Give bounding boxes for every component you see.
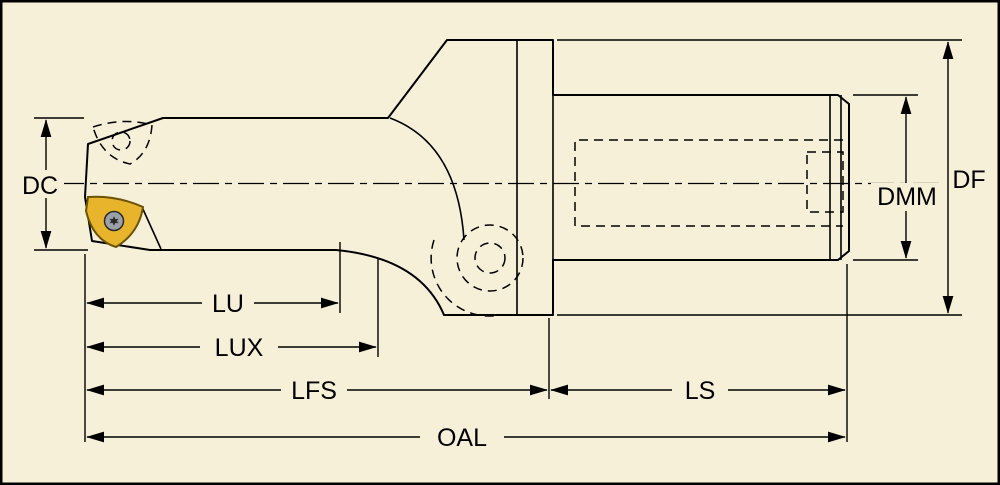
lu-label: LU [212, 290, 244, 318]
lfs-label-mask [281, 375, 347, 403]
hidden-insert-screw [111, 131, 131, 151]
hidden-shank-end-pocket [806, 151, 844, 213]
dc-label-mask [16, 170, 64, 198]
dimension-df: DF [557, 39, 986, 316]
hidden-shank-bore [574, 139, 843, 227]
dc-label: DC [22, 172, 58, 200]
dimension-oal: OAL [86, 422, 846, 452]
hidden-insert-outline [92, 120, 153, 165]
insert-screw-torx-icon [109, 216, 119, 226]
df-label: DF [952, 166, 985, 194]
dimension-lu: LU [86, 242, 341, 318]
oal-label: OAL [437, 424, 487, 452]
lux-label: LUX [215, 334, 264, 362]
lux-label-mask [200, 332, 278, 360]
dimension-lux: LUX [86, 258, 379, 362]
flute-runout-curve [389, 117, 465, 241]
insert-pocket-line [141, 206, 162, 250]
oal-label-mask [420, 422, 504, 450]
ls-label-mask [672, 375, 728, 403]
dmm-label: DMM [877, 183, 937, 211]
hidden-flute-arc-inner [474, 242, 506, 274]
dmm-label-mask [871, 183, 943, 211]
dimension-lfs: LFS [86, 318, 550, 405]
dimension-ls: LS [550, 375, 846, 405]
hidden-flute-arc-middle [456, 224, 524, 292]
lfs-label: LFS [291, 377, 337, 405]
dimensions: DC DMM DF LU LUX [16, 39, 986, 452]
ls-label: LS [685, 377, 716, 405]
hidden-flute-arc-outer [430, 239, 501, 317]
hidden-detail-lines [92, 120, 844, 317]
tool-drawing [58, 39, 940, 317]
dimension-dc: DC [16, 117, 88, 251]
lu-label-mask [202, 288, 254, 316]
dimension-dmm: DMM [853, 94, 943, 261]
cutting-insert [84, 195, 162, 250]
